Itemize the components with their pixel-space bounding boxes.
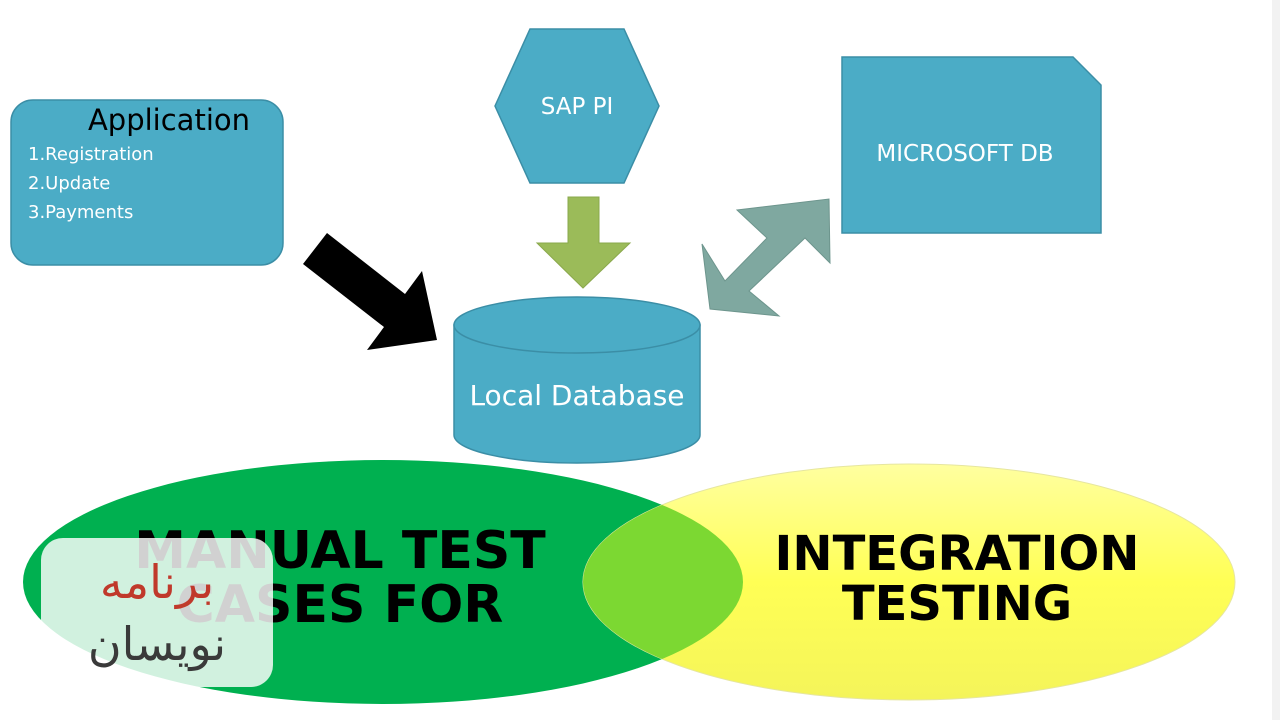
double-arrow [701, 198, 831, 317]
application-box-shape [10, 99, 284, 266]
local-database-node: Local Database [453, 296, 701, 464]
venn-diagram: MANUAL TEST CASES FOR INTEGRATION TESTIN… [23, 460, 1236, 704]
venn-right-text-line1: INTEGRATION [775, 526, 1140, 582]
sap-pi-hexagon [494, 28, 660, 184]
local-database-top [453, 296, 701, 354]
watermark-background [41, 538, 273, 687]
application-item-payments: 3.Payments [28, 202, 133, 223]
microsoft-db-label: MICROSOFT DB [876, 141, 1053, 167]
right-edge-strip [1272, 0, 1280, 720]
watermark-logo: برنامه نویسان [41, 538, 273, 687]
watermark-text-line2: نویسان [88, 617, 226, 672]
microsoft-db-node: MICROSOFT DB [841, 56, 1102, 234]
watermark-text-line1: برنامه [100, 555, 214, 610]
application-box: Application 1.Registration 2.Update 3.Pa… [10, 99, 284, 266]
local-database-label: Local Database [469, 379, 684, 412]
down-arrow [535, 196, 632, 289]
sap-pi-node: SAP PI [494, 28, 660, 184]
local-database-body [453, 324, 701, 464]
application-item-update: 2.Update [28, 173, 110, 194]
sap-pi-label: SAP PI [541, 94, 614, 120]
black-arrow [303, 233, 437, 350]
microsoft-db-shape [841, 56, 1102, 234]
application-item-registration: 1.Registration [28, 144, 154, 165]
venn-right-text-line2: TESTING [842, 576, 1072, 632]
application-title: Application [88, 103, 250, 137]
